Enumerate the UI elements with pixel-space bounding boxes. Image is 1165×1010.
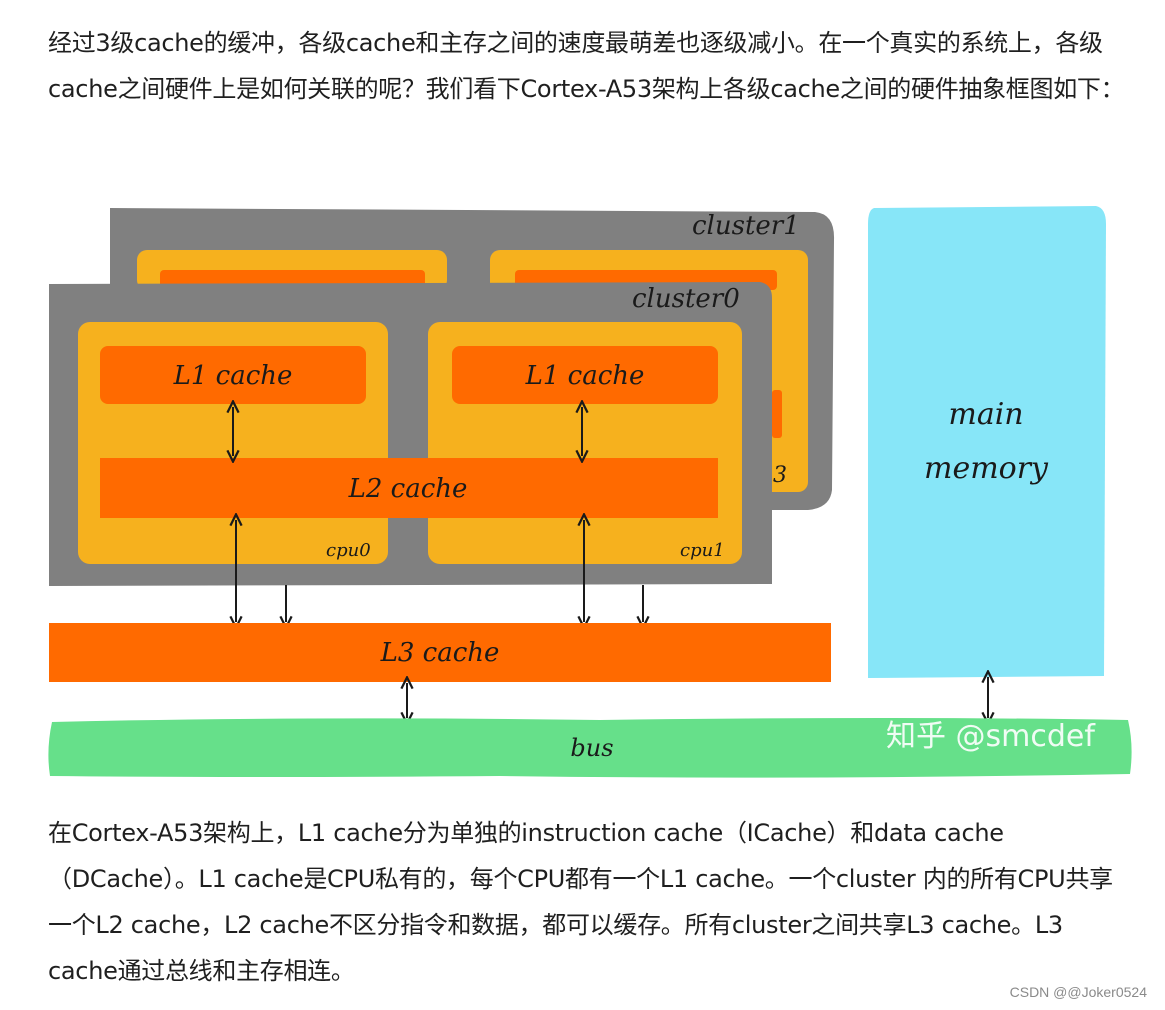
cpu1-l1-label: L1 cache: [525, 361, 645, 391]
cpu0-l1-cache: [100, 346, 366, 404]
main-memory-label-line2: memory: [924, 451, 1049, 486]
main-memory: [868, 206, 1106, 678]
body-paragraph: 在Cortex-A53架构上，L1 cache分为单独的instruction …: [48, 819, 1113, 985]
cpu1-l1-cache: [452, 346, 718, 404]
bus: [48, 718, 1132, 778]
cluster1-l3-fragment: 3: [773, 463, 787, 488]
cluster0-label: cluster0: [632, 284, 740, 314]
intro-paragraph: 经过3级cache的缓冲，各级cache和主存之间的速度最萌差也逐级减小。在一个…: [48, 29, 1125, 103]
cpu0-l1-label: L1 cache: [173, 361, 293, 391]
l2-cache-label: L2 cache: [348, 474, 468, 504]
cpu0-label: cpu0: [326, 540, 371, 561]
image-watermark: 知乎 @smcdef: [886, 719, 1096, 754]
cluster1-label: cluster1: [692, 211, 800, 241]
l2-cache: [100, 458, 718, 518]
page-watermark: CSDN @@Joker0524: [1009, 984, 1147, 1000]
l3-cache-label: L3 cache: [380, 638, 500, 668]
cpu1-label: cpu1: [680, 540, 725, 561]
l3-cache: [49, 623, 831, 682]
main-memory-label-line1: main: [948, 397, 1023, 432]
bus-label: bus: [570, 734, 613, 762]
cluster0: cluster0 L1 cache cpu0 L1 cache cpu1 L2 …: [49, 282, 772, 586]
cache-hierarchy-diagram: cluster1 3 cluster0 L1 cache cpu0 L1 cac…: [0, 180, 1165, 800]
